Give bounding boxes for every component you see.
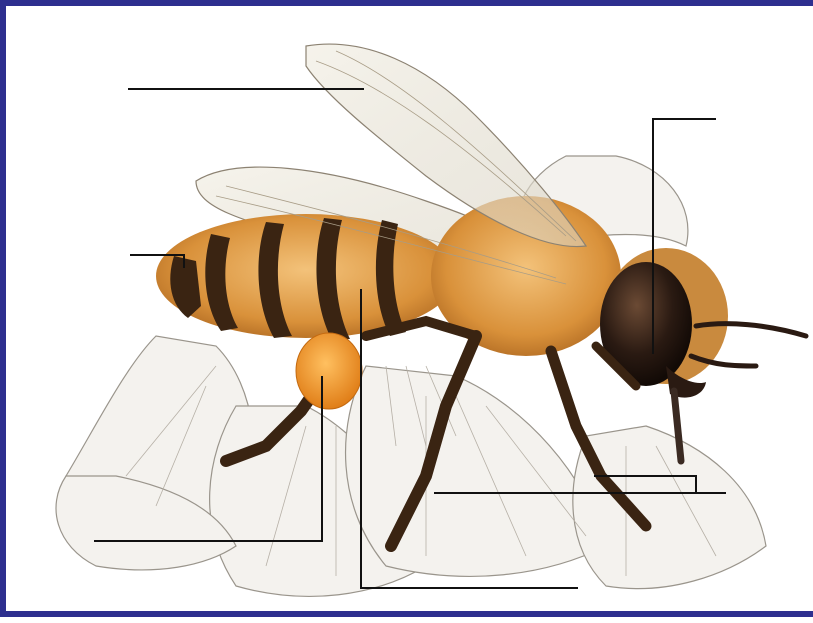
abdomen-tip bbox=[170, 256, 201, 318]
pollen-basket bbox=[296, 333, 362, 409]
petal-right-lower bbox=[573, 426, 766, 589]
bee-diagram bbox=[6, 6, 813, 623]
